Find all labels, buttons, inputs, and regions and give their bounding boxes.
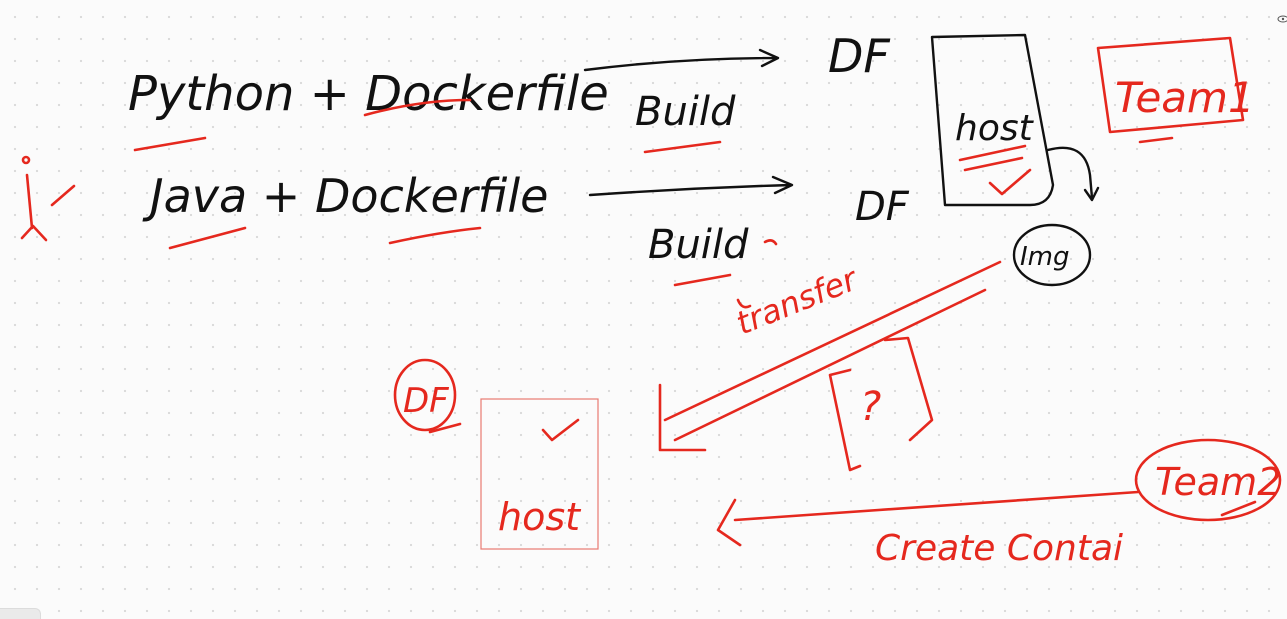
- build-label-1: Build: [635, 89, 736, 135]
- stick-figure-icon: [20, 155, 76, 242]
- transfer-arrow-shaft: [663, 260, 1002, 442]
- host-box-1[interactable]: host: [930, 33, 1055, 207]
- java-dockerfile-label: Java + Dockerfile: [142, 169, 548, 223]
- eye-icon[interactable]: [1277, 14, 1287, 24]
- question-bracket: ?: [828, 336, 934, 472]
- team1-underline: [1138, 136, 1174, 144]
- host-box-2[interactable]: host: [480, 398, 599, 550]
- df-label-3: DF: [403, 381, 449, 421]
- underline-python: [133, 136, 207, 152]
- team2-underline: [1220, 500, 1257, 517]
- underline-java: [168, 226, 247, 250]
- team1-label: Team1: [1115, 73, 1255, 122]
- check-icon: [988, 168, 1032, 196]
- team2-node[interactable]: Team2: [1134, 438, 1281, 522]
- transfer-label: transfer: [731, 259, 864, 342]
- team2-label: Team2: [1155, 460, 1281, 504]
- img-node[interactable]: Img: [1012, 223, 1092, 287]
- team1-box[interactable]: Team1: [1096, 36, 1255, 144]
- arrow-to-img: [1046, 146, 1100, 202]
- host-label-2: host: [498, 495, 582, 539]
- host-underline-1: [958, 144, 1027, 172]
- img-label: Img: [1020, 242, 1070, 272]
- df3-underline: [428, 422, 462, 434]
- corner-tab[interactable]: [0, 608, 41, 619]
- create-container-arrow: [716, 490, 1140, 547]
- host-label-1: host: [955, 108, 1035, 149]
- python-dockerfile-label: Python + Dockerfile: [128, 66, 609, 122]
- arrow-build-1: [583, 48, 780, 72]
- df-label-1: DF: [828, 29, 890, 83]
- build-label-2: Build: [648, 222, 749, 268]
- transfer-tick: [736, 298, 752, 309]
- underline-build-1: [643, 140, 722, 154]
- df-node-3[interactable]: DF: [393, 358, 462, 434]
- create-container-label: Create Contai: [875, 528, 1123, 569]
- transfer-arrow-head: [658, 383, 707, 452]
- question-mark: ?: [860, 384, 881, 430]
- underline-build-2: [673, 273, 732, 287]
- underline-dockerfile-1: [363, 98, 472, 117]
- check-icon: [541, 418, 580, 442]
- arrow-build-2: [588, 175, 794, 197]
- build-tick: [763, 239, 778, 246]
- df-label-2: DF: [855, 184, 910, 230]
- underline-dockerfile-2: [388, 226, 482, 245]
